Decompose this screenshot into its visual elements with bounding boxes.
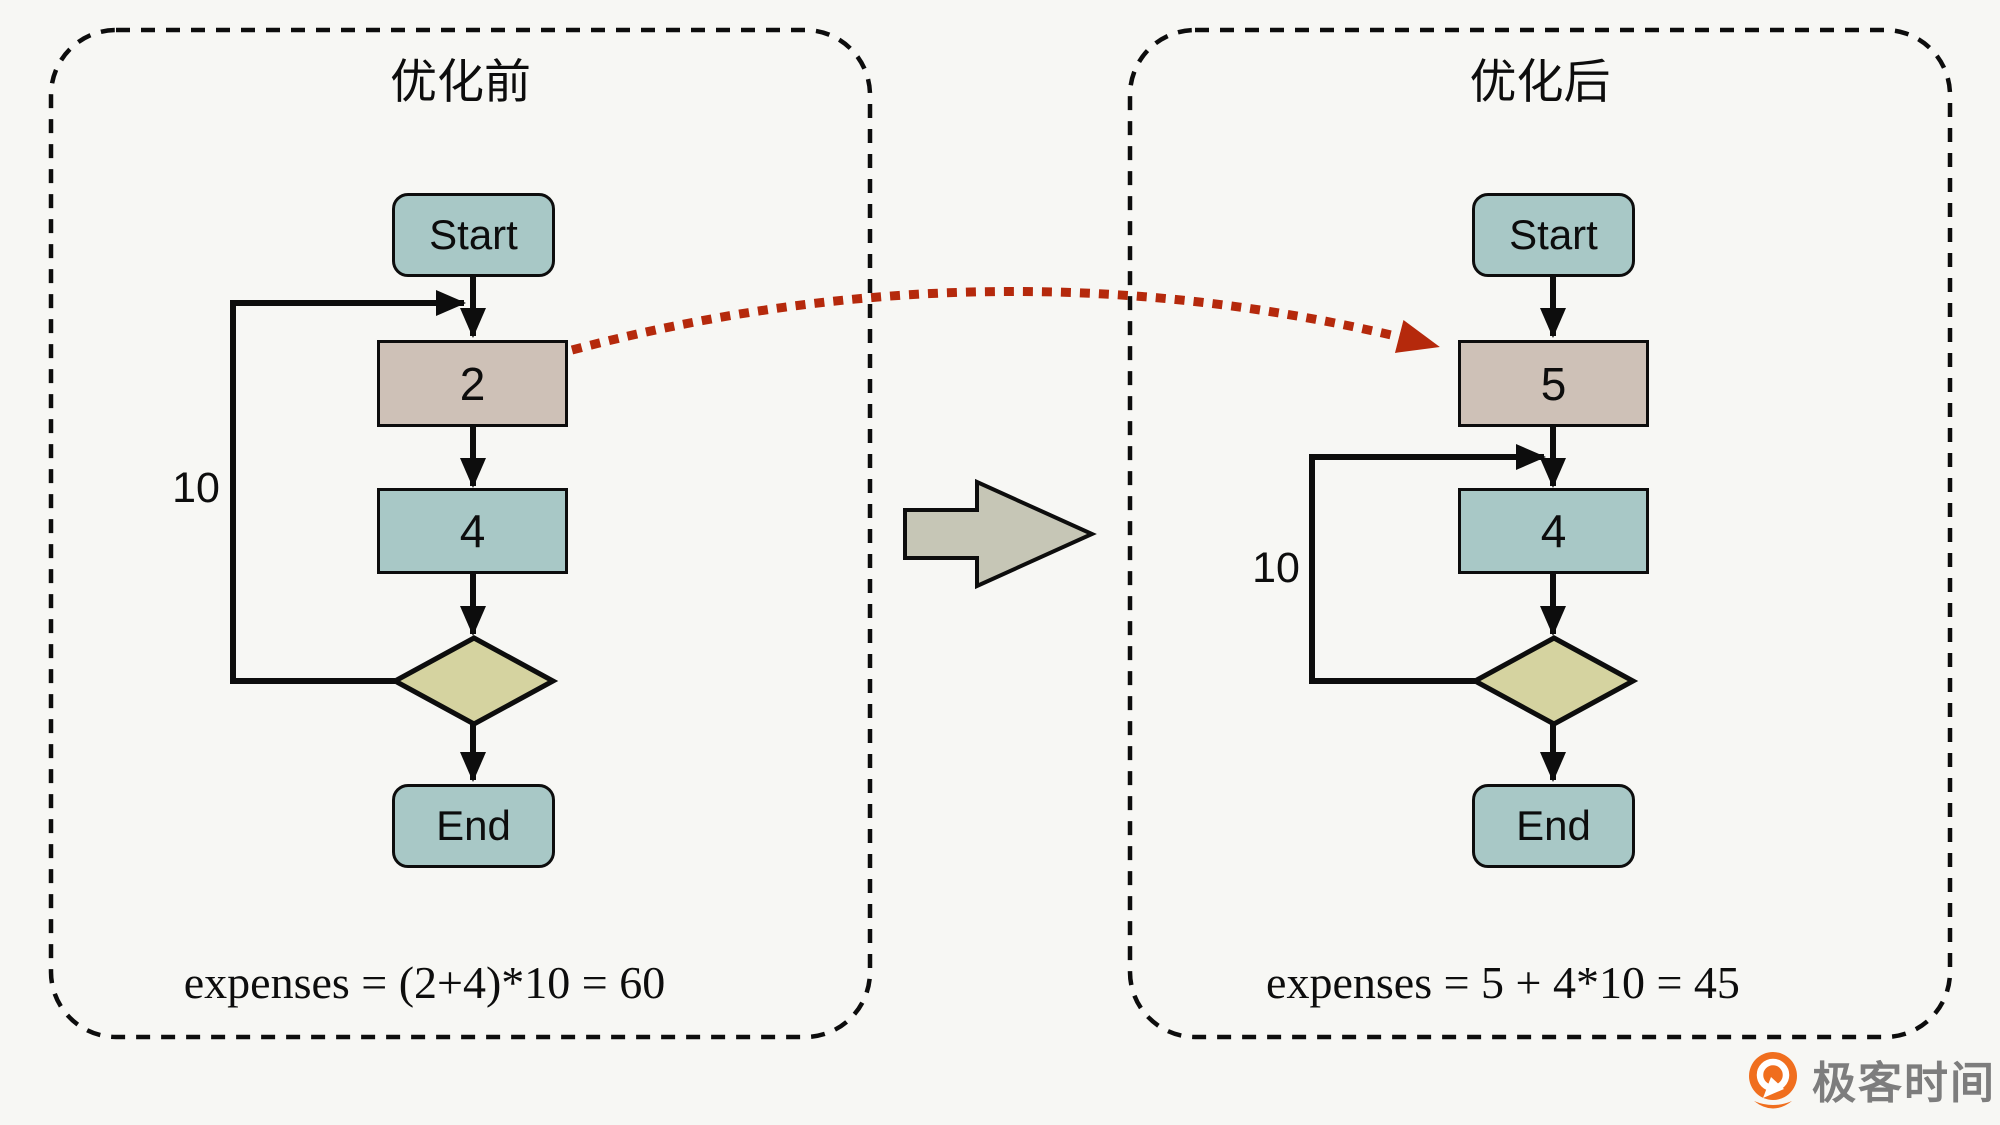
end-node-right: End — [1472, 784, 1635, 868]
loop-count-label-right: 10 — [1252, 544, 1300, 592]
transform-arrow — [903, 478, 1097, 590]
decision-diamond-right — [1469, 635, 1639, 727]
geektime-logo-icon — [1749, 1052, 1797, 1109]
loop-body-box-right: 4 — [1458, 488, 1649, 574]
loop-body-box-left: 4 — [377, 488, 568, 574]
expenses-formula-before: expenses = (2+4)*10 = 60 — [183, 957, 666, 1008]
panel-before-border — [48, 27, 873, 1040]
panel-title-before: 优化前 — [390, 55, 531, 108]
geektime-logo-text: 极客时间 — [1812, 1059, 1996, 1108]
start-node-right: Start — [1472, 193, 1635, 277]
expenses-formula-after: expenses = 5 + 4*10 = 45 — [1266, 957, 1740, 1008]
loop-count-label-left: 10 — [172, 464, 220, 512]
panel-title-after: 优化后 — [1469, 55, 1611, 108]
invariant-box-right: 5 — [1458, 340, 1649, 427]
end-node-left: End — [392, 784, 555, 868]
loop-back-arrow-left — [230, 290, 466, 684]
panel-after-border — [1127, 27, 1953, 1040]
invariant-box-left: 2 — [377, 340, 568, 427]
start-node-left: Start — [392, 193, 555, 277]
code-motion-arrow — [570, 287, 1440, 355]
decision-diamond-left — [389, 635, 559, 727]
loop-back-arrow-right — [1309, 444, 1546, 684]
geektime-logo: 极客时间 — [1746, 1051, 1996, 1117]
